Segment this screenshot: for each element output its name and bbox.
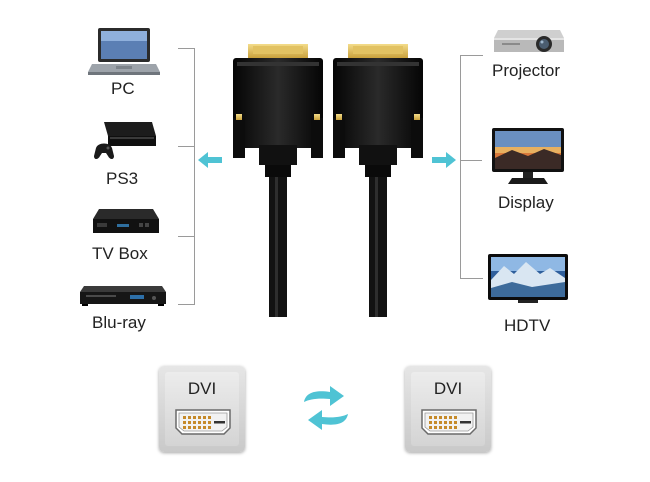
right-dvi-plug bbox=[333, 44, 423, 317]
arrow-left-icon bbox=[198, 152, 222, 168]
game-console-icon bbox=[94, 118, 158, 162]
left-bracket-tick bbox=[178, 146, 194, 147]
right-bracket-tick bbox=[460, 160, 482, 161]
tv-box-icon bbox=[91, 205, 161, 239]
dvi-port-label-left: DVI bbox=[187, 379, 217, 398]
dvi-port-icon bbox=[174, 408, 232, 436]
device-label-display: Display bbox=[498, 193, 554, 212]
device-label-pc: PC bbox=[111, 79, 135, 98]
dvi-port-card-right: DVI bbox=[405, 366, 491, 452]
dvi-port-icon bbox=[420, 408, 478, 436]
laptop-icon bbox=[88, 26, 160, 76]
monitor-icon bbox=[492, 128, 564, 186]
projector-icon bbox=[492, 26, 566, 56]
arrow-right-icon bbox=[432, 152, 456, 168]
bluray-player-icon bbox=[80, 284, 166, 308]
left-bracket bbox=[178, 48, 195, 305]
left-bracket-tick bbox=[178, 236, 194, 237]
right-bracket bbox=[460, 55, 483, 279]
device-label-bluray: Blu-ray bbox=[92, 313, 146, 332]
hdtv-icon bbox=[488, 254, 568, 304]
dvi-port-card-left: DVI bbox=[159, 366, 245, 452]
device-label-ps3: PS3 bbox=[106, 169, 139, 188]
device-label-projector: Projector bbox=[492, 61, 561, 80]
device-label-hdtv: HDTV bbox=[504, 316, 551, 335]
bidirectional-arrows-icon bbox=[300, 382, 352, 434]
dvi-port-label-right: DVI bbox=[433, 379, 463, 398]
left-dvi-plug bbox=[233, 44, 323, 317]
dvi-cable-graphic bbox=[225, 40, 430, 320]
device-label-tv-box: TV Box bbox=[92, 244, 148, 263]
